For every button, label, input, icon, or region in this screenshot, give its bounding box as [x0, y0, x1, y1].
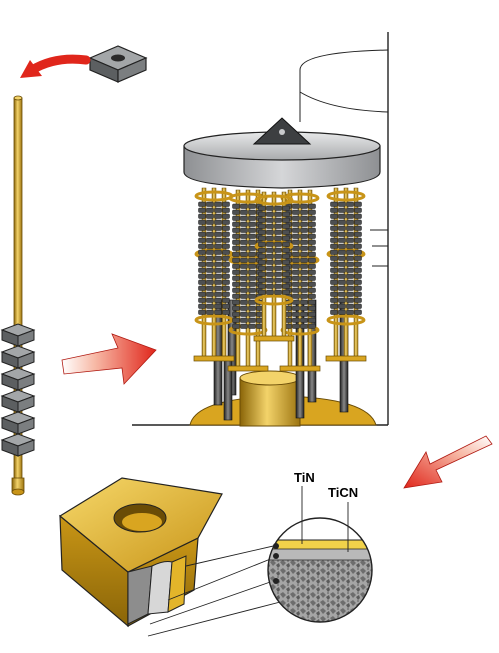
rod-insert: [0, 411, 36, 435]
rod-insert: [0, 345, 36, 369]
coated-insert-cutaway: [58, 477, 289, 637]
insert-tree: [193, 187, 235, 362]
cutting-insert-icon: [88, 45, 148, 83]
rod-insert: [0, 433, 36, 457]
stacked-inserts: [0, 323, 36, 457]
tin-layer-label: TiN: [294, 470, 315, 485]
rod-insert: [0, 323, 36, 347]
rod-fixtures: [193, 187, 367, 421]
rod-insert: [0, 389, 36, 413]
insert-tree: [253, 191, 295, 342]
reactor-base: [189, 370, 377, 427]
support-disc: [183, 117, 381, 189]
rod-insert: [0, 367, 36, 391]
red-arrow-right: [61, 333, 157, 385]
coating-layer-magnifier: [267, 486, 373, 623]
red-curved-arrow-top: [20, 54, 91, 78]
insert-tree: [325, 187, 367, 362]
red-arrow-down-left: [403, 435, 493, 489]
loading-rod: [11, 95, 25, 496]
ticn-layer-label: TiCN: [328, 485, 359, 500]
